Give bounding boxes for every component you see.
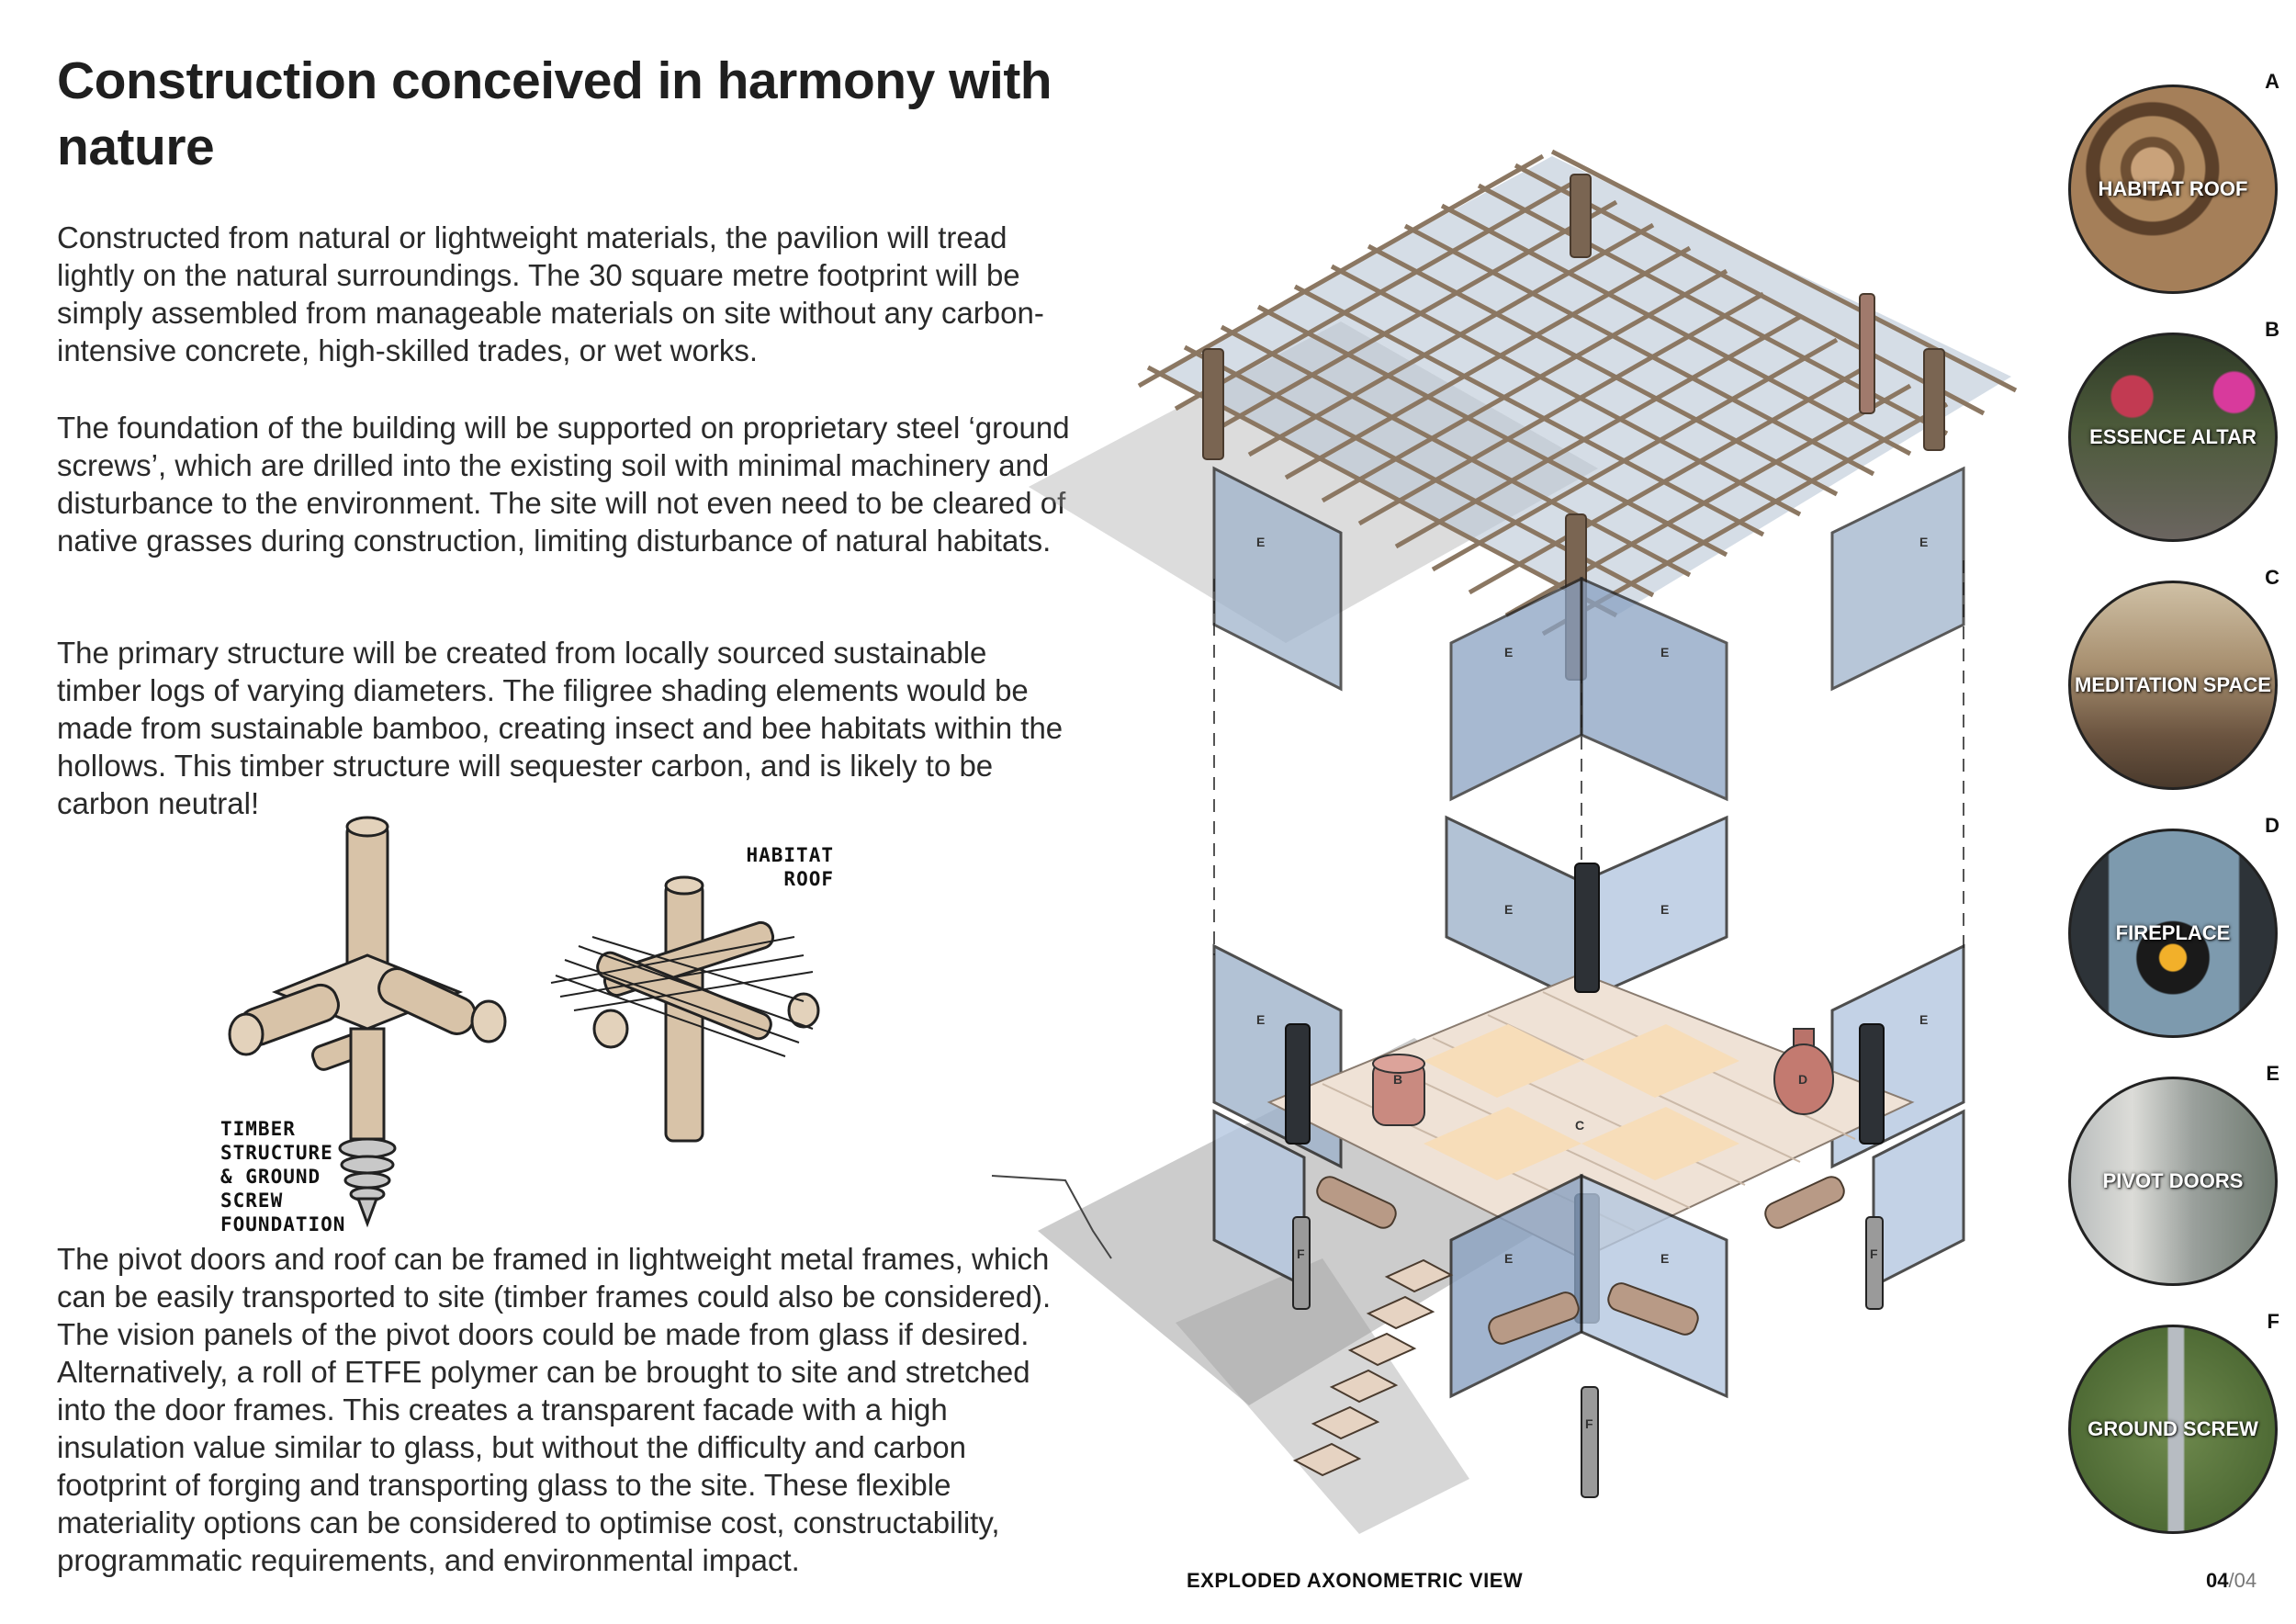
timber-foundation-sketch — [228, 816, 507, 1228]
bamboo-habitat-photo: HABITAT ROOF — [2068, 85, 2278, 294]
habitat-roof-note: HABITAT ROOF — [746, 844, 834, 890]
pivot-doors-photo: PIVOT DOORS — [2068, 1077, 2278, 1286]
legend-letter: E — [2266, 1062, 2279, 1085]
stair-shadow — [1176, 1258, 1469, 1534]
tag-f-2: F — [1870, 1246, 1878, 1261]
tag-e-floor-5: E — [1504, 1251, 1513, 1266]
floor-door-panels-front — [1212, 1109, 1965, 1399]
roof-assembly: E E E E — [1137, 149, 2018, 802]
shadow-leader-line — [991, 1175, 1112, 1259]
tag-f-3: F — [1585, 1416, 1593, 1431]
meditation-mats — [1424, 1024, 1739, 1180]
tag-f-1: F — [1297, 1246, 1305, 1261]
tag-e-roof-4: E — [1660, 645, 1669, 660]
legend-label: ESSENCE ALTAR — [2089, 425, 2257, 448]
exploded-axonometric-diagram: E E E E B — [991, 149, 2018, 1534]
tag-d: D — [1798, 1072, 1807, 1087]
explode-guides — [1213, 560, 1964, 955]
legend-item-pivot-doors: E PIVOT DOORS — [2066, 1062, 2279, 1286]
legend-item-meditation-space: C MEDITATION SPACE — [2066, 566, 2279, 790]
ground-screws — [1292, 1216, 1884, 1498]
foundation-paragraph: The foundation of the building will be s… — [57, 411, 1070, 558]
timber-deck — [1266, 972, 1915, 1260]
legend-item-fireplace: D FIREPLACE — [2066, 814, 2279, 1038]
tag-e-roof-3: E — [1504, 645, 1513, 660]
intro-paragraph: Constructed from natural or lightweight … — [57, 220, 1044, 367]
floor-assembly: B D C E E E E E E — [991, 815, 1965, 1498]
legend-label: MEDITATION SPACE — [2075, 673, 2271, 696]
legend-letter: F — [2267, 1310, 2279, 1333]
tag-b: B — [1393, 1072, 1402, 1087]
page-number: 04/04 — [2206, 1569, 2257, 1593]
legend-item-ground-screw: F GROUND SCREW — [2066, 1310, 2279, 1534]
tag-e-floor-1: E — [1504, 902, 1513, 917]
legend-letter: D — [2265, 814, 2279, 837]
legend-letter: A — [2265, 70, 2279, 93]
tag-e-roof-2: E — [1919, 535, 1928, 549]
page-title: Construction conceived in harmony with n… — [57, 51, 1052, 176]
tag-e-floor-4: E — [1919, 1012, 1928, 1027]
legend-label: HABITAT ROOF — [2098, 177, 2248, 200]
tag-e-floor-3: E — [1256, 1012, 1265, 1027]
ground-screw-photo: GROUND SCREW — [2068, 1325, 2278, 1534]
essence-altar — [1372, 1054, 1425, 1126]
materials-paragraph: The pivot doors and roof can be framed i… — [57, 1242, 1052, 1577]
fireplace-photo: FIREPLACE — [2068, 829, 2278, 1038]
fireplace — [1773, 1028, 1834, 1115]
tag-e-floor-2: E — [1660, 902, 1669, 917]
altar-flowers-photo: ESSENCE ALTAR — [2068, 333, 2278, 542]
structure-paragraph: The primary structure will be created fr… — [57, 636, 1064, 820]
diagram-caption: EXPLODED AXONOMETRIC VIEW — [1187, 1569, 1524, 1592]
tag-c: C — [1575, 1118, 1584, 1133]
habitat-roof-sketch — [550, 875, 820, 1143]
legend-label: PIVOT DOORS — [2102, 1169, 2244, 1192]
legend-letter: B — [2265, 318, 2279, 341]
legend-label: GROUND SCREW — [2088, 1417, 2258, 1440]
timber-logs — [1316, 1176, 1845, 1345]
legend-item-essence-altar: B ESSENCE ALTAR — [2066, 318, 2279, 542]
legend-label: FIREPLACE — [2115, 921, 2231, 944]
tag-e-floor-6: E — [1660, 1251, 1669, 1266]
legend-letter: C — [2265, 566, 2279, 589]
legend-item-habitat-roof: A HABITAT ROOF — [2066, 70, 2279, 294]
timber-structure-note: TIMBER STRUCTURE & GROUND SCREW FOUNDATI… — [220, 1118, 346, 1235]
page-current: 04 — [2206, 1569, 2229, 1592]
tag-e-roof-1: E — [1256, 535, 1265, 549]
roof-door-panels — [1212, 466, 1965, 802]
stair-treads — [1292, 1258, 1454, 1477]
meditation-photo: MEDITATION SPACE — [2068, 581, 2278, 790]
page-total: /04 — [2228, 1569, 2257, 1592]
